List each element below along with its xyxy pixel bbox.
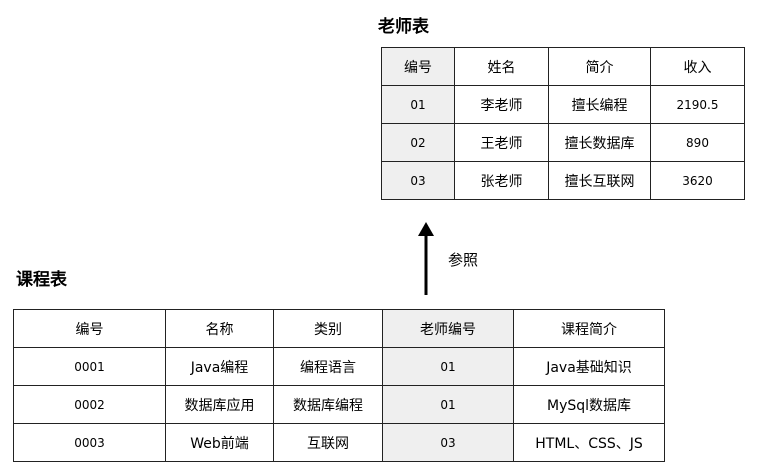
table-cell: 擅长互联网 — [548, 161, 651, 200]
table-cell: 王老师 — [454, 123, 549, 162]
table-cell: 0003 — [13, 423, 166, 462]
table-cell: 3620 — [650, 161, 745, 200]
table-cell: Java编程 — [165, 347, 274, 386]
header-cell: 课程简介 — [513, 309, 665, 348]
table-cell: 擅长数据库 — [548, 123, 651, 162]
table-row: 0001 Java编程 编程语言 01 Java基础知识 — [13, 347, 665, 386]
table-row: 01 李老师 擅长编程 2190.5 — [381, 85, 745, 124]
reference-label: 参照 — [448, 251, 479, 269]
table-cell: 张老师 — [454, 161, 549, 200]
table-cell: 01 — [382, 347, 514, 386]
table-cell: MySql数据库 — [513, 385, 665, 424]
teacher-table-title: 老师表 — [378, 17, 429, 37]
table-cell: 890 — [650, 123, 745, 162]
table-cell: 02 — [381, 123, 455, 162]
table-cell: 01 — [382, 385, 514, 424]
course-table: 编号 名称 类别 老师编号 课程简介 0001 Java编程 编程语言 01 J… — [13, 309, 665, 462]
table-row: 03 张老师 擅长互联网 3620 — [381, 161, 745, 200]
table-row: 0003 Web前端 互联网 03 HTML、CSS、JS — [13, 423, 665, 462]
table-cell: 数据库编程 — [273, 385, 383, 424]
table-cell: Web前端 — [165, 423, 274, 462]
table-cell: 03 — [382, 423, 514, 462]
table-row: 02 王老师 擅长数据库 890 — [381, 123, 745, 162]
teacher-table: 编号 姓名 简介 收入 01 李老师 擅长编程 2190.5 02 王老师 擅长… — [381, 47, 745, 200]
table-cell: HTML、CSS、JS — [513, 423, 665, 462]
header-cell: 编号 — [381, 47, 455, 86]
table-header-row: 编号 姓名 简介 收入 — [381, 47, 745, 86]
header-cell: 简介 — [548, 47, 651, 86]
header-cell: 编号 — [13, 309, 166, 348]
table-cell: 2190.5 — [650, 85, 745, 124]
table-cell: 03 — [381, 161, 455, 200]
table-cell: 互联网 — [273, 423, 383, 462]
table-cell: 数据库应用 — [165, 385, 274, 424]
table-row: 0002 数据库应用 数据库编程 01 MySql数据库 — [13, 385, 665, 424]
reference-arrow-icon — [418, 222, 434, 295]
header-cell: 老师编号 — [382, 309, 514, 348]
table-cell: Java基础知识 — [513, 347, 665, 386]
table-cell: 0001 — [13, 347, 166, 386]
header-cell: 类别 — [273, 309, 383, 348]
header-cell: 名称 — [165, 309, 274, 348]
course-table-title: 课程表 — [16, 270, 67, 290]
header-cell: 收入 — [650, 47, 745, 86]
table-cell: 01 — [381, 85, 455, 124]
table-header-row: 编号 名称 类别 老师编号 课程简介 — [13, 309, 665, 348]
table-cell: 0002 — [13, 385, 166, 424]
table-cell: 编程语言 — [273, 347, 383, 386]
header-cell: 姓名 — [454, 47, 549, 86]
table-cell: 李老师 — [454, 85, 549, 124]
table-cell: 擅长编程 — [548, 85, 651, 124]
